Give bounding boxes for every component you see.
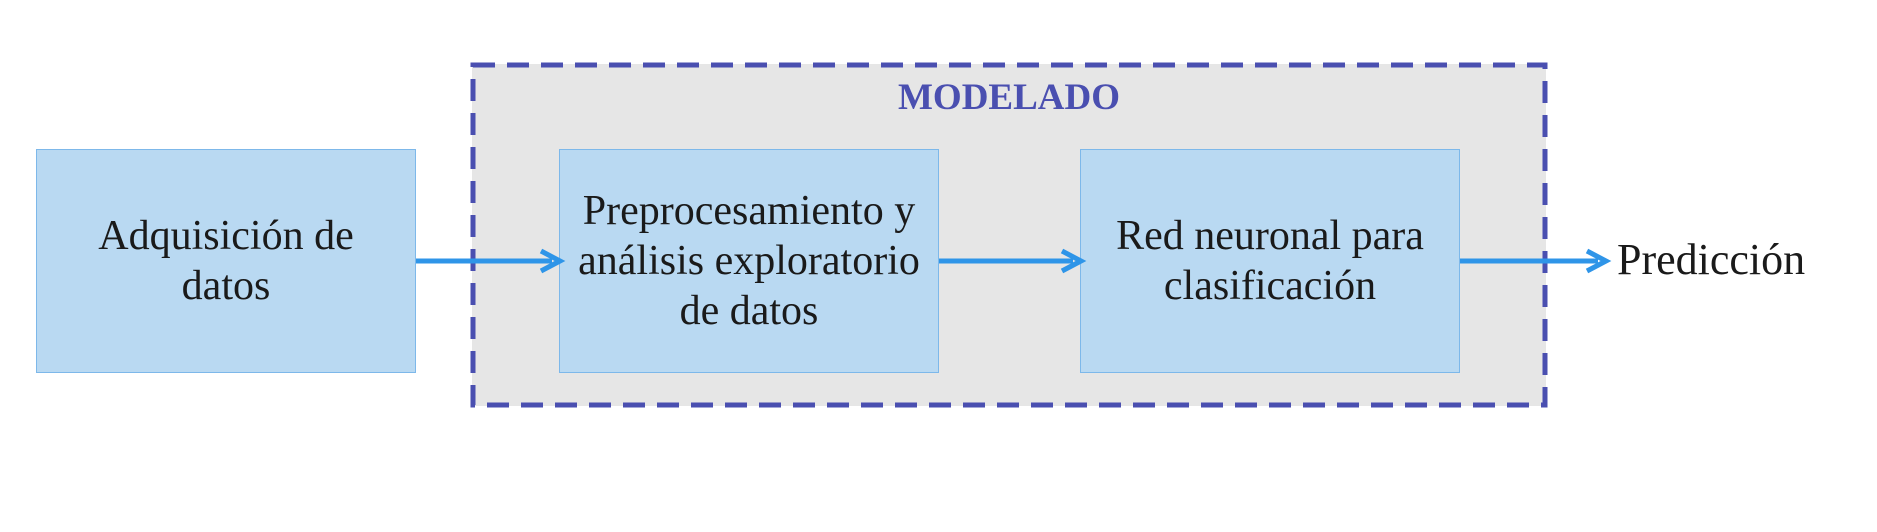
output-prediccion-label: Predicción [1617,235,1806,284]
node-adquisicion-label: Adquisición de datos [98,213,354,309]
node-red-neuronal: Red neuronal para clasificación [1080,149,1460,373]
node-red-neuronal-label: Red neuronal para clasificación [1116,213,1424,309]
modelado-group-title: MODELADO [898,77,1120,118]
node-adquisicion-datos: Adquisición de datos [36,149,416,373]
arrowhead-3 [1585,248,1612,274]
node-preprocesamiento-label: Preprocesamiento y análisis exploratorio… [578,188,920,334]
node-preprocesamiento: Preprocesamiento y análisis exploratorio… [559,149,939,373]
